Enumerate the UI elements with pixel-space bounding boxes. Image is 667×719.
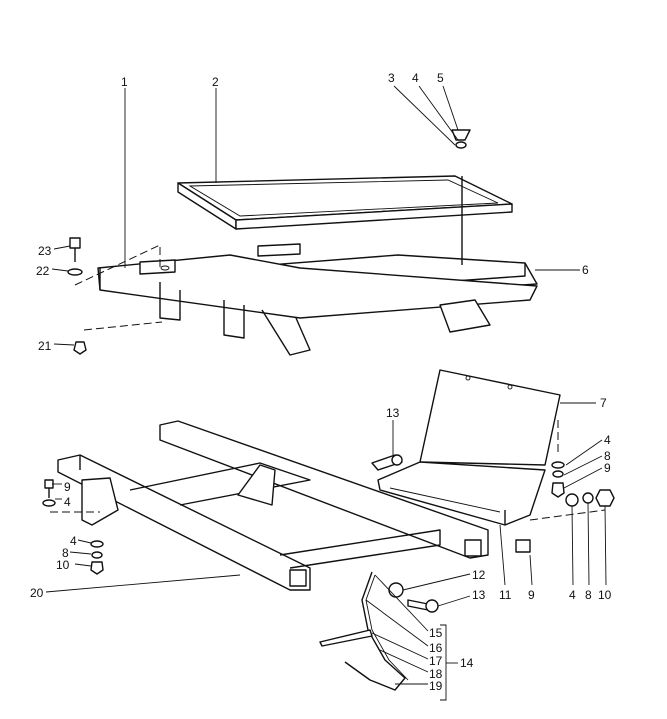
callout-2: 2 [212, 75, 219, 89]
mounting-bracket-part [377, 369, 561, 526]
tray-support-part [97, 254, 538, 356]
callout-4: 4 [569, 588, 576, 602]
callout-1: 1 [121, 75, 128, 89]
callout-8: 8 [585, 588, 592, 602]
leader-lines [45, 85, 607, 701]
callout-9: 9 [64, 480, 71, 494]
callout-22: 22 [36, 264, 50, 278]
callout-10: 10 [56, 558, 70, 572]
callout-3: 3 [388, 71, 395, 85]
callout-21: 21 [38, 339, 52, 353]
callout-6: 6 [582, 263, 589, 277]
callout-4: 4 [412, 71, 419, 85]
callout-8: 8 [62, 546, 69, 560]
callout-11: 11 [499, 588, 512, 602]
alignment-lines [50, 244, 606, 521]
callout-19: 19 [429, 679, 443, 693]
callout-15: 15 [429, 626, 443, 640]
fasteners [42, 129, 615, 613]
callout-13: 13 [472, 588, 486, 602]
callout-20: 20 [30, 586, 44, 600]
chain-pin-part [319, 571, 409, 691]
callout-16: 16 [429, 641, 443, 655]
callout-10: 10 [598, 588, 612, 602]
callout-9: 9 [528, 588, 535, 602]
callout-8: 8 [604, 449, 611, 463]
callout-17: 17 [429, 654, 443, 668]
callout-23: 23 [38, 244, 52, 258]
callout-labels: 1 2 3 4 5 6 7 4 8 9 4 8 9 10 11 13 12 13… [30, 71, 612, 693]
top-frame-part [177, 175, 513, 230]
callout-12: 12 [472, 568, 486, 582]
callout-7: 7 [600, 396, 607, 410]
callout-13: 13 [386, 406, 400, 420]
callout-14: 14 [460, 656, 474, 670]
callout-4: 4 [70, 534, 77, 548]
callout-9: 9 [604, 461, 611, 475]
callout-18: 18 [429, 667, 443, 681]
callout-5: 5 [437, 71, 444, 85]
chassis-frame-part [57, 420, 489, 591]
callout-4: 4 [64, 495, 71, 509]
callout-4: 4 [604, 433, 611, 447]
